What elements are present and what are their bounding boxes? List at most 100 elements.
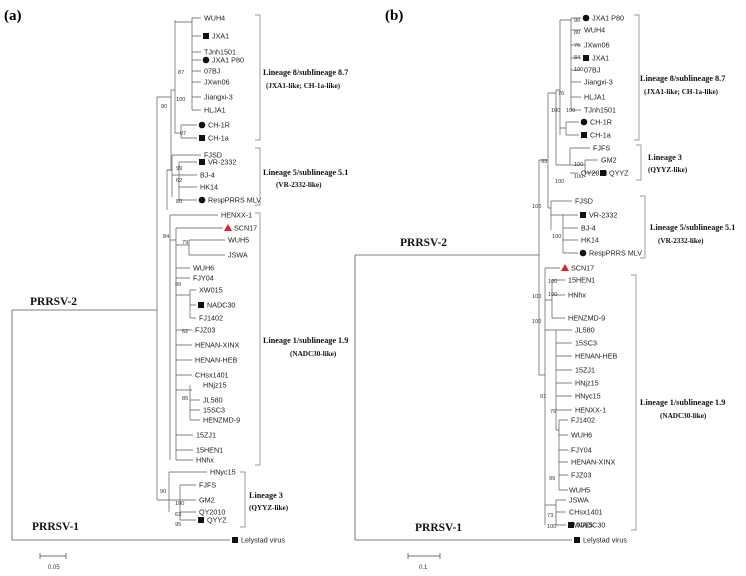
taxon-label-fj1402: FJ1402 (199, 314, 223, 323)
taxon-label-henan-heb: HENAN-HEB (575, 352, 618, 361)
taxon-label-henan-xinx: HENAN-XINX (571, 458, 616, 467)
taxon-label-tjnh1501: TJnh1501 (204, 48, 236, 57)
taxon-label-henxx-1: HENXX-1 (575, 406, 606, 415)
markers-b (561, 14, 606, 543)
support-value: 73 (547, 513, 553, 519)
lineage3-clade-a (168, 471, 207, 521)
lineage1-clade-a (169, 214, 225, 461)
support-value: 100 (175, 501, 184, 507)
circle-marker-respprrs-mlv (198, 196, 206, 204)
support-value: 99 (549, 476, 555, 482)
square-marker-vr-2332 (580, 212, 586, 218)
taxon-label-hlja1: HLJA1 (584, 93, 606, 102)
root-branches (11, 309, 230, 541)
lineage8-clade-b (559, 17, 581, 136)
clade-subtitle-lineage8-a: (JXA1-like; CH-1a-like) (266, 82, 341, 90)
lineage8-5-split-a (167, 89, 175, 171)
square-marker-lelystad-virus (232, 537, 238, 543)
square-marker-jxa1 (203, 33, 209, 39)
support-value: 79 (182, 240, 188, 246)
support-value: 100 (574, 162, 583, 168)
taxon-label-hk14: HK14 (200, 183, 218, 192)
clade-bracket-lineage3-a (240, 471, 246, 528)
taxon-label-hnjz15: HNjz15 (575, 379, 599, 388)
support-value: 100 (551, 108, 560, 114)
taxon-label-chsx1401: CHsx1401 (195, 371, 229, 380)
taxon-label-vr-2332: VR-2332 (208, 158, 236, 167)
taxa-b: JXA1 P80WUH4JXwn06JXA107BJJiangxi-3HLJA1… (568, 14, 642, 545)
taxon-label-jxa1-p80: JXA1 P80 (592, 14, 624, 23)
taxon-label-wuh6: WUH6 (571, 431, 592, 440)
taxon-label-ch-1r: CH-1R (590, 118, 612, 127)
circle-marker-ch-1r (198, 121, 206, 129)
support-value: 99 (175, 282, 181, 288)
taxon-label-scn17: SCN17 (571, 264, 594, 273)
taxon-label-wuh5: WUH5 (228, 236, 249, 245)
square-marker-jxa1 (583, 55, 589, 61)
support-value: 63 (175, 512, 181, 518)
taxon-label-ch-1a: CH-1a (208, 134, 229, 143)
support-value: 99 (541, 159, 547, 165)
scale-label-a: 0.05 (48, 565, 60, 571)
lineage5-stem-a (166, 169, 172, 210)
support-value: 100 (574, 174, 583, 180)
taxon-label-bj-4: BJ-4 (581, 224, 596, 233)
markers-a (198, 33, 238, 543)
clade-subtitle-lineage3-b: (QYYZ-like) (648, 166, 688, 174)
support-value: 80 (176, 199, 182, 205)
square-marker-qyyz (600, 170, 606, 176)
clade-bracket-lineage8-b (634, 14, 640, 141)
support-value: 95 (175, 522, 181, 528)
scale-label-b: 0.1 (419, 565, 428, 571)
support-value: 62 (176, 178, 182, 184)
clade-title-lineage1-a: Lineage 1/sublineage 1.9 (263, 336, 348, 345)
clade-title-lineage8-b: Lineage 8/sublineage 8.7 (640, 74, 725, 83)
taxon-label-lelystad-virus: Lelystad virus (241, 536, 285, 545)
square-marker-lelystad-virus (574, 537, 580, 543)
support-value: 100 (176, 97, 185, 103)
taxon-label-wuh6: WUH6 (193, 264, 214, 273)
support-value: 100 (532, 204, 541, 210)
taxon-label-wuh5: WUH5 (569, 486, 590, 495)
scale-bar-a (39, 553, 67, 559)
lineage5-clade-b (550, 200, 578, 254)
taxon-label-jl580: JL580 (203, 396, 223, 405)
taxon-label-qyyz: QYYZ (207, 516, 227, 525)
panel-label-a: (a) (4, 8, 22, 24)
support-value: 100 (532, 319, 541, 325)
taxon-label-fjy04: FJY04 (193, 274, 214, 283)
taxon-label-nadc30: NADC30 (207, 301, 235, 310)
taxon-label-15hen1: 15HEN1 (568, 276, 595, 285)
square-marker-qyyz (198, 517, 204, 523)
clade-bracket-lineage1-a (255, 212, 261, 466)
taxon-label-wuh4: WUH4 (584, 26, 605, 35)
taxon-label-chsx1401: CHsx1401 (569, 508, 603, 517)
support-value: 99 (176, 166, 182, 172)
taxon-label-15sc3: 15SC3 (575, 339, 597, 348)
taxon-label-qy2010: QY2010 (581, 169, 607, 178)
taxon-label-jswa: JSWA (569, 496, 589, 505)
support-value: 85 (182, 396, 188, 402)
support-value: 91 (540, 394, 546, 400)
taxon-label-hnjz15: HNjz15 (203, 381, 227, 390)
support-value: 80 (574, 30, 580, 36)
taxon-label-fjz03: FJZ03 (571, 471, 591, 480)
taxon-label-respprrs-mlv: RespPRRS MLV (589, 249, 642, 258)
clade-subtitle-lineage1-a: (NADC30-like) (290, 350, 337, 358)
clade-bracket-lineage3-b (636, 144, 642, 181)
clade-bracket-lineage5-b (640, 195, 646, 259)
taxon-label-jxwn06: JXwn06 (204, 78, 230, 87)
clade-title-lineage5-a: Lineage 5/sublineage 5.1 (263, 168, 348, 177)
clade-subtitle-lineage8-b: (JXA1-like; CH-1a-like) (644, 88, 719, 96)
clade-bracket-lineage5-a (255, 147, 261, 206)
taxon-label-tjnh1501: TJnh1501 (584, 106, 616, 115)
support-value: 100 (552, 234, 561, 240)
support-value: 100 (574, 67, 583, 73)
clade-title-lineage3-b: Lineage 3 (648, 153, 682, 162)
taxon-label-15hen1: 15HEN1 (196, 446, 223, 455)
taxon-label-gm2: GM2 (601, 156, 617, 165)
support-value: 76 (574, 43, 580, 49)
support-value: 100 (548, 279, 557, 285)
taxon-label-fjsd: FJSD (204, 151, 222, 160)
square-marker-ch-1a (199, 135, 205, 141)
